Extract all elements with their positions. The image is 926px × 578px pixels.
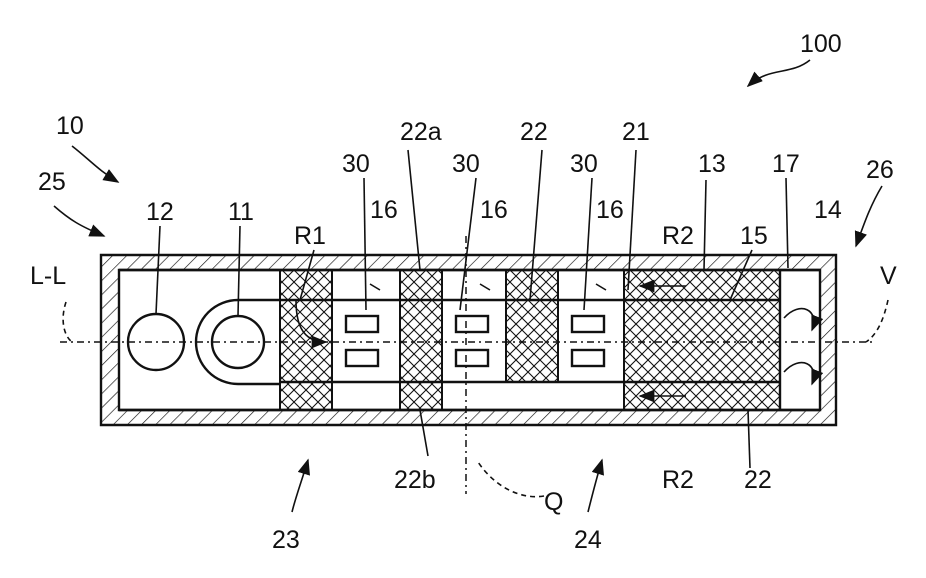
label-12: 12 (146, 198, 174, 226)
label-r1: R1 (294, 222, 326, 250)
label-16-b: 16 (480, 196, 508, 224)
label-21: 21 (622, 118, 650, 146)
label-22-top: 22 (520, 118, 548, 146)
label-11: 11 (228, 198, 254, 226)
label-10: 10 (56, 112, 84, 140)
block-21-core (624, 300, 780, 382)
label-25: 25 (38, 168, 66, 196)
block-r1-bottom (280, 382, 332, 410)
label-22a: 22a (400, 118, 442, 146)
label-30-c: 30 (570, 150, 598, 178)
block-22-mid1 (400, 300, 442, 382)
block-22-mid2 (506, 300, 558, 382)
label-q: Q (544, 488, 563, 516)
block-r1-mid (280, 300, 332, 382)
end-plate (780, 270, 814, 410)
label-23: 23 (272, 526, 300, 554)
label-16-a: 16 (370, 196, 398, 224)
label-13: 13 (698, 150, 726, 178)
label-26: 26 (866, 156, 894, 184)
label-16-c: 16 (596, 196, 624, 224)
label-17: 17 (772, 150, 800, 178)
label-22-bottom: 22 (744, 466, 772, 494)
block-22b (400, 382, 442, 410)
block-22a (400, 270, 442, 300)
label-15: 15 (740, 222, 768, 250)
label-100: 100 (800, 30, 842, 58)
label-24: 24 (574, 526, 602, 554)
cell-windows (346, 316, 604, 366)
label-r2-top: R2 (662, 222, 694, 250)
label-30-a: 30 (342, 150, 370, 178)
block-21-top (624, 270, 780, 300)
label-14: 14 (814, 196, 842, 224)
label-r2-bottom: R2 (662, 466, 694, 494)
label-30-b: 30 (452, 150, 480, 178)
label-l-l: L-L (30, 262, 66, 290)
label-v: V (880, 262, 897, 290)
block-r1-top (280, 270, 332, 300)
label-22b: 22b (394, 466, 436, 494)
